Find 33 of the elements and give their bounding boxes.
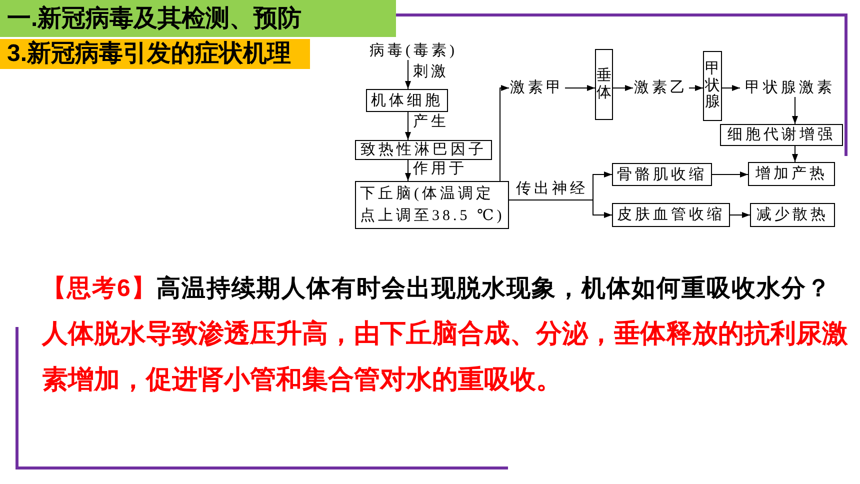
- process-box: 垂体: [595, 49, 613, 120]
- process-box: 细胞代谢增强: [720, 124, 843, 146]
- subsection-heading: 3.新冠病毒引发的症状机理: [0, 39, 310, 69]
- arrow: [500, 85, 510, 182]
- question-text: 高温持续期人体有时会出现脱水现象，机体如何重吸收水分？: [156, 275, 832, 302]
- arrow: [612, 85, 634, 91]
- question-number: 【思考6】: [42, 275, 156, 302]
- flow-text: 激素甲: [509, 79, 565, 97]
- arrow: [688, 85, 704, 91]
- arrow: [508, 200, 612, 218]
- arrow: [405, 112, 411, 140]
- process-box: 甲状腺: [703, 51, 722, 121]
- section-heading: 一.新冠病毒及其检测、预防: [0, 0, 396, 37]
- process-box: 减少散热: [750, 203, 835, 227]
- process-box: 骨骼肌收缩: [612, 163, 712, 186]
- arrow: [722, 85, 740, 91]
- arrow: [405, 60, 411, 90]
- arrow: [792, 146, 798, 162]
- arrow: [730, 212, 750, 218]
- process-box: 皮肤血管收缩: [612, 203, 730, 227]
- arrow: [712, 172, 748, 178]
- flow-text: 甲状腺激素: [740, 79, 840, 97]
- edge-label: 传出神经: [516, 180, 588, 198]
- flow-text: 病毒(毒素): [366, 42, 461, 60]
- process-box: 下丘脑(体温调定点上调至38.5 ℃): [355, 181, 509, 229]
- process-box: 机体细胞: [366, 89, 448, 112]
- process-box: 增加产热: [748, 162, 835, 186]
- arrow: [792, 96, 798, 124]
- flow-text: 激素乙: [633, 79, 689, 97]
- arrow: [405, 160, 411, 182]
- answer-text: 人体脱水导致渗透压升高，由下丘脑合成、分泌，垂体释放的抗利尿激素增加，促进肾小管和集合管对水的重吸收。: [42, 317, 849, 396]
- process-box: 致热性淋巴因子: [355, 140, 492, 160]
- arrow: [564, 85, 596, 91]
